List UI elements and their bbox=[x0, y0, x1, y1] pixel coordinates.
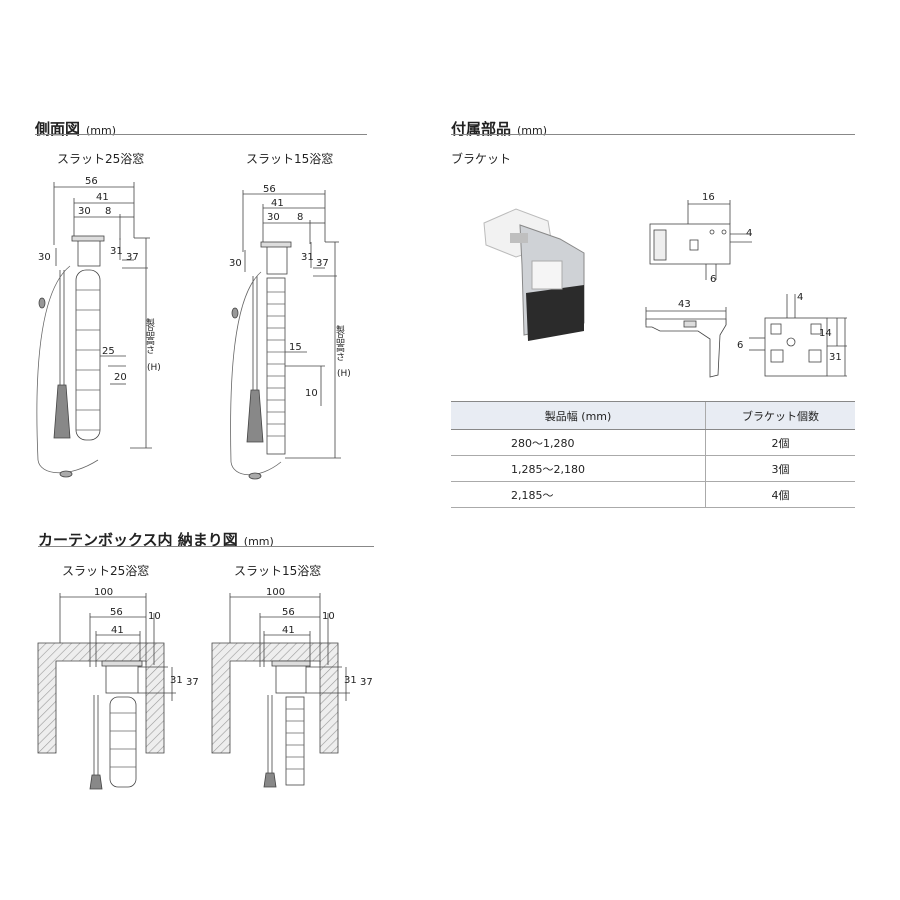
bracket-illustration bbox=[483, 208, 585, 341]
box-r-dim-56: 56 bbox=[282, 607, 295, 618]
box-r-dim-31: 31 bbox=[344, 675, 357, 686]
box-view-title-text: カーテンボックス内 納まり図 bbox=[38, 531, 238, 549]
side-l-dim-30: 30 bbox=[78, 206, 91, 217]
table-row: 280〜1,280 2個 bbox=[451, 429, 855, 456]
side-r-dim-h31: 31 bbox=[301, 252, 314, 263]
bracket-dim-6b: 6 bbox=[737, 340, 743, 351]
bracket-dim-6a: 6 bbox=[710, 274, 716, 285]
bracket-dim-14: 14 bbox=[819, 328, 832, 339]
side-l-height-label: 製品高さ bbox=[144, 317, 155, 354]
table-cell-width: 280〜1,280 bbox=[451, 429, 706, 456]
side-l-dim-h31: 31 bbox=[110, 246, 123, 257]
box-l-dim-37: 37 bbox=[186, 677, 199, 688]
side-r-height-symbol: (H) bbox=[337, 369, 351, 379]
box-l-dim-100: 100 bbox=[94, 587, 113, 598]
side-l-dim-41: 41 bbox=[96, 192, 109, 203]
box-r-dim-41: 41 bbox=[282, 625, 295, 636]
bracket-front-drawing: 4 14 6 31 bbox=[737, 292, 847, 377]
side-r-dim-41: 41 bbox=[271, 198, 284, 209]
side-l-dim-h30: 30 bbox=[38, 252, 51, 263]
box-view-left-diagram: 100 56 41 10 31 37 bbox=[37, 587, 199, 790]
table-row: 1,285〜2,180 3個 bbox=[451, 455, 855, 482]
bracket-dim-16: 16 bbox=[702, 192, 715, 203]
side-r-dim-56: 56 bbox=[263, 184, 276, 195]
bracket-dim-43: 43 bbox=[678, 299, 691, 310]
table-header-row: 製品幅 (mm) ブラケット個数 bbox=[451, 401, 855, 430]
box-right-subtitle: スラット15浴窓 bbox=[234, 564, 322, 578]
parts-rule bbox=[451, 134, 855, 135]
side-view-title: 側面図 (mm) bbox=[35, 118, 116, 139]
side-view-title-text: 側面図 bbox=[35, 120, 81, 138]
bracket-side-drawing: 43 bbox=[645, 299, 727, 378]
box-view-title: カーテンボックス内 納まり図 (mm) bbox=[38, 529, 274, 550]
side-r-dim-10: 10 bbox=[305, 388, 318, 399]
side-view-right-diagram: 56 41 30 8 30 31 37 15 10 製品高さ (H) bbox=[229, 184, 351, 480]
bracket-dim-4a: 4 bbox=[746, 228, 752, 239]
box-l-dim-41: 41 bbox=[111, 625, 124, 636]
side-l-dim-56: 56 bbox=[85, 176, 98, 187]
side-r-dim-h30: 30 bbox=[229, 258, 242, 269]
parts-title: 付属部品 (mm) bbox=[451, 118, 547, 139]
table-cell-count: 4個 bbox=[705, 481, 855, 508]
parts-unit: (mm) bbox=[517, 124, 548, 137]
table-header-count: ブラケット個数 bbox=[705, 401, 855, 430]
table-row: 2,185〜 4個 bbox=[451, 481, 855, 508]
side-view-rule bbox=[35, 134, 367, 135]
bracket-count-table: 製品幅 (mm) ブラケット個数 280〜1,280 2個 1,285〜2,18… bbox=[451, 401, 855, 508]
table-cell-count: 3個 bbox=[705, 455, 855, 482]
side-r-dim-15: 15 bbox=[289, 342, 302, 353]
side-left-subtitle: スラット25浴窓 bbox=[57, 152, 145, 166]
side-l-dim-h37: 37 bbox=[126, 252, 139, 263]
box-left-subtitle: スラット25浴窓 bbox=[62, 564, 150, 578]
side-r-height-label: 製品高さ bbox=[334, 324, 345, 361]
bracket-top-drawing: 16 4 6 bbox=[649, 192, 752, 285]
side-r-dim-30: 30 bbox=[267, 212, 280, 223]
side-l-dim-8: 8 bbox=[105, 206, 111, 217]
side-l-dim-20: 20 bbox=[114, 372, 127, 383]
table-cell-width: 2,185〜 bbox=[451, 481, 706, 508]
side-l-height-symbol: (H) bbox=[147, 363, 161, 373]
table-header-width: 製品幅 (mm) bbox=[451, 401, 706, 430]
table-cell-width: 1,285〜2,180 bbox=[451, 455, 706, 482]
box-r-dim-100: 100 bbox=[266, 587, 285, 598]
box-l-dim-31: 31 bbox=[170, 675, 183, 686]
box-r-dim-10: 10 bbox=[322, 611, 335, 622]
bracket-dim-4b: 4 bbox=[797, 292, 803, 303]
bracket-dim-31: 31 bbox=[829, 352, 842, 363]
side-r-dim-h37: 37 bbox=[316, 258, 329, 269]
parts-subtitle: ブラケット bbox=[451, 152, 512, 166]
side-view-unit: (mm) bbox=[86, 124, 117, 137]
parts-title-text: 付属部品 bbox=[451, 120, 512, 138]
side-l-dim-25: 25 bbox=[102, 346, 115, 357]
box-r-dim-37: 37 bbox=[360, 677, 373, 688]
box-view-right-diagram: 100 56 41 10 31 37 bbox=[211, 587, 373, 788]
box-view-rule bbox=[38, 546, 374, 547]
box-view-unit: (mm) bbox=[243, 535, 274, 548]
side-view-left-diagram: 56 41 30 8 30 31 37 25 20 製品高さ (H) bbox=[36, 176, 161, 478]
side-r-dim-8: 8 bbox=[297, 212, 303, 223]
table-cell-count: 2個 bbox=[705, 429, 855, 456]
side-right-subtitle: スラット15浴窓 bbox=[246, 152, 334, 166]
box-l-dim-10: 10 bbox=[148, 611, 161, 622]
box-l-dim-56: 56 bbox=[110, 607, 123, 618]
